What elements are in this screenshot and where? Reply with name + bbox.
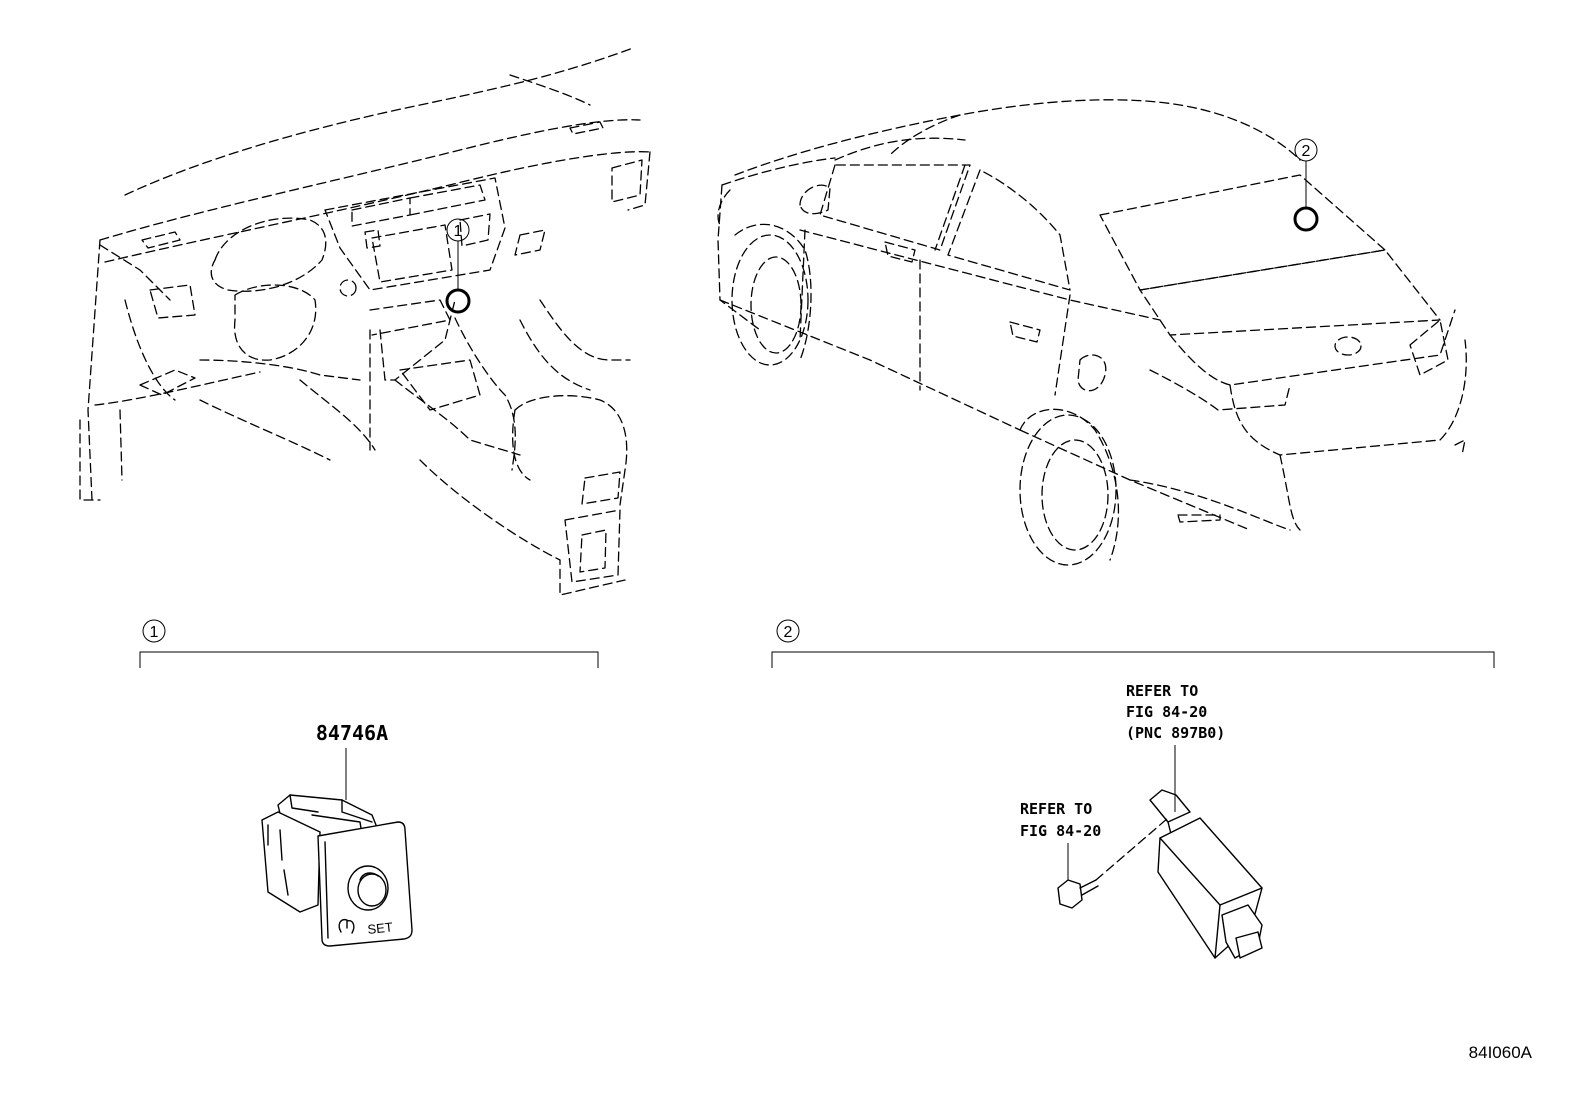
- figure-id: 84I060A: [1469, 1043, 1533, 1062]
- callout-1-dashboard-label: 1: [454, 223, 463, 240]
- section-1-header: 1: [139, 619, 599, 668]
- sensor-unit-part: REFER TO FIG 84-20 (PNC 897B0) REFER TO …: [1020, 682, 1263, 959]
- callout-1-dashboard: 1: [445, 218, 471, 314]
- dashboard-illustration: [79, 47, 651, 596]
- bolt-ref-line1: REFER TO: [1020, 800, 1092, 818]
- unit-ref-line2: FIG 84-20: [1126, 703, 1207, 721]
- callout-2-car-label: 2: [1302, 143, 1311, 160]
- section-2-header: 2: [771, 619, 1495, 668]
- section-1-label: 1: [150, 624, 159, 641]
- unit-ref-line1: REFER TO: [1126, 682, 1198, 700]
- switch-part: 84746A SET: [261, 721, 413, 947]
- bolt-ref-line2: FIG 84-20: [1020, 822, 1101, 840]
- callout-2-car: 2: [1293, 138, 1319, 232]
- unit-ref-line3: (PNC 897B0): [1126, 724, 1225, 742]
- switch-set-label: SET: [367, 919, 394, 937]
- car-illustration: [717, 99, 1467, 566]
- switch-part-number: 84746A: [316, 721, 388, 745]
- section-2-label: 2: [784, 624, 793, 641]
